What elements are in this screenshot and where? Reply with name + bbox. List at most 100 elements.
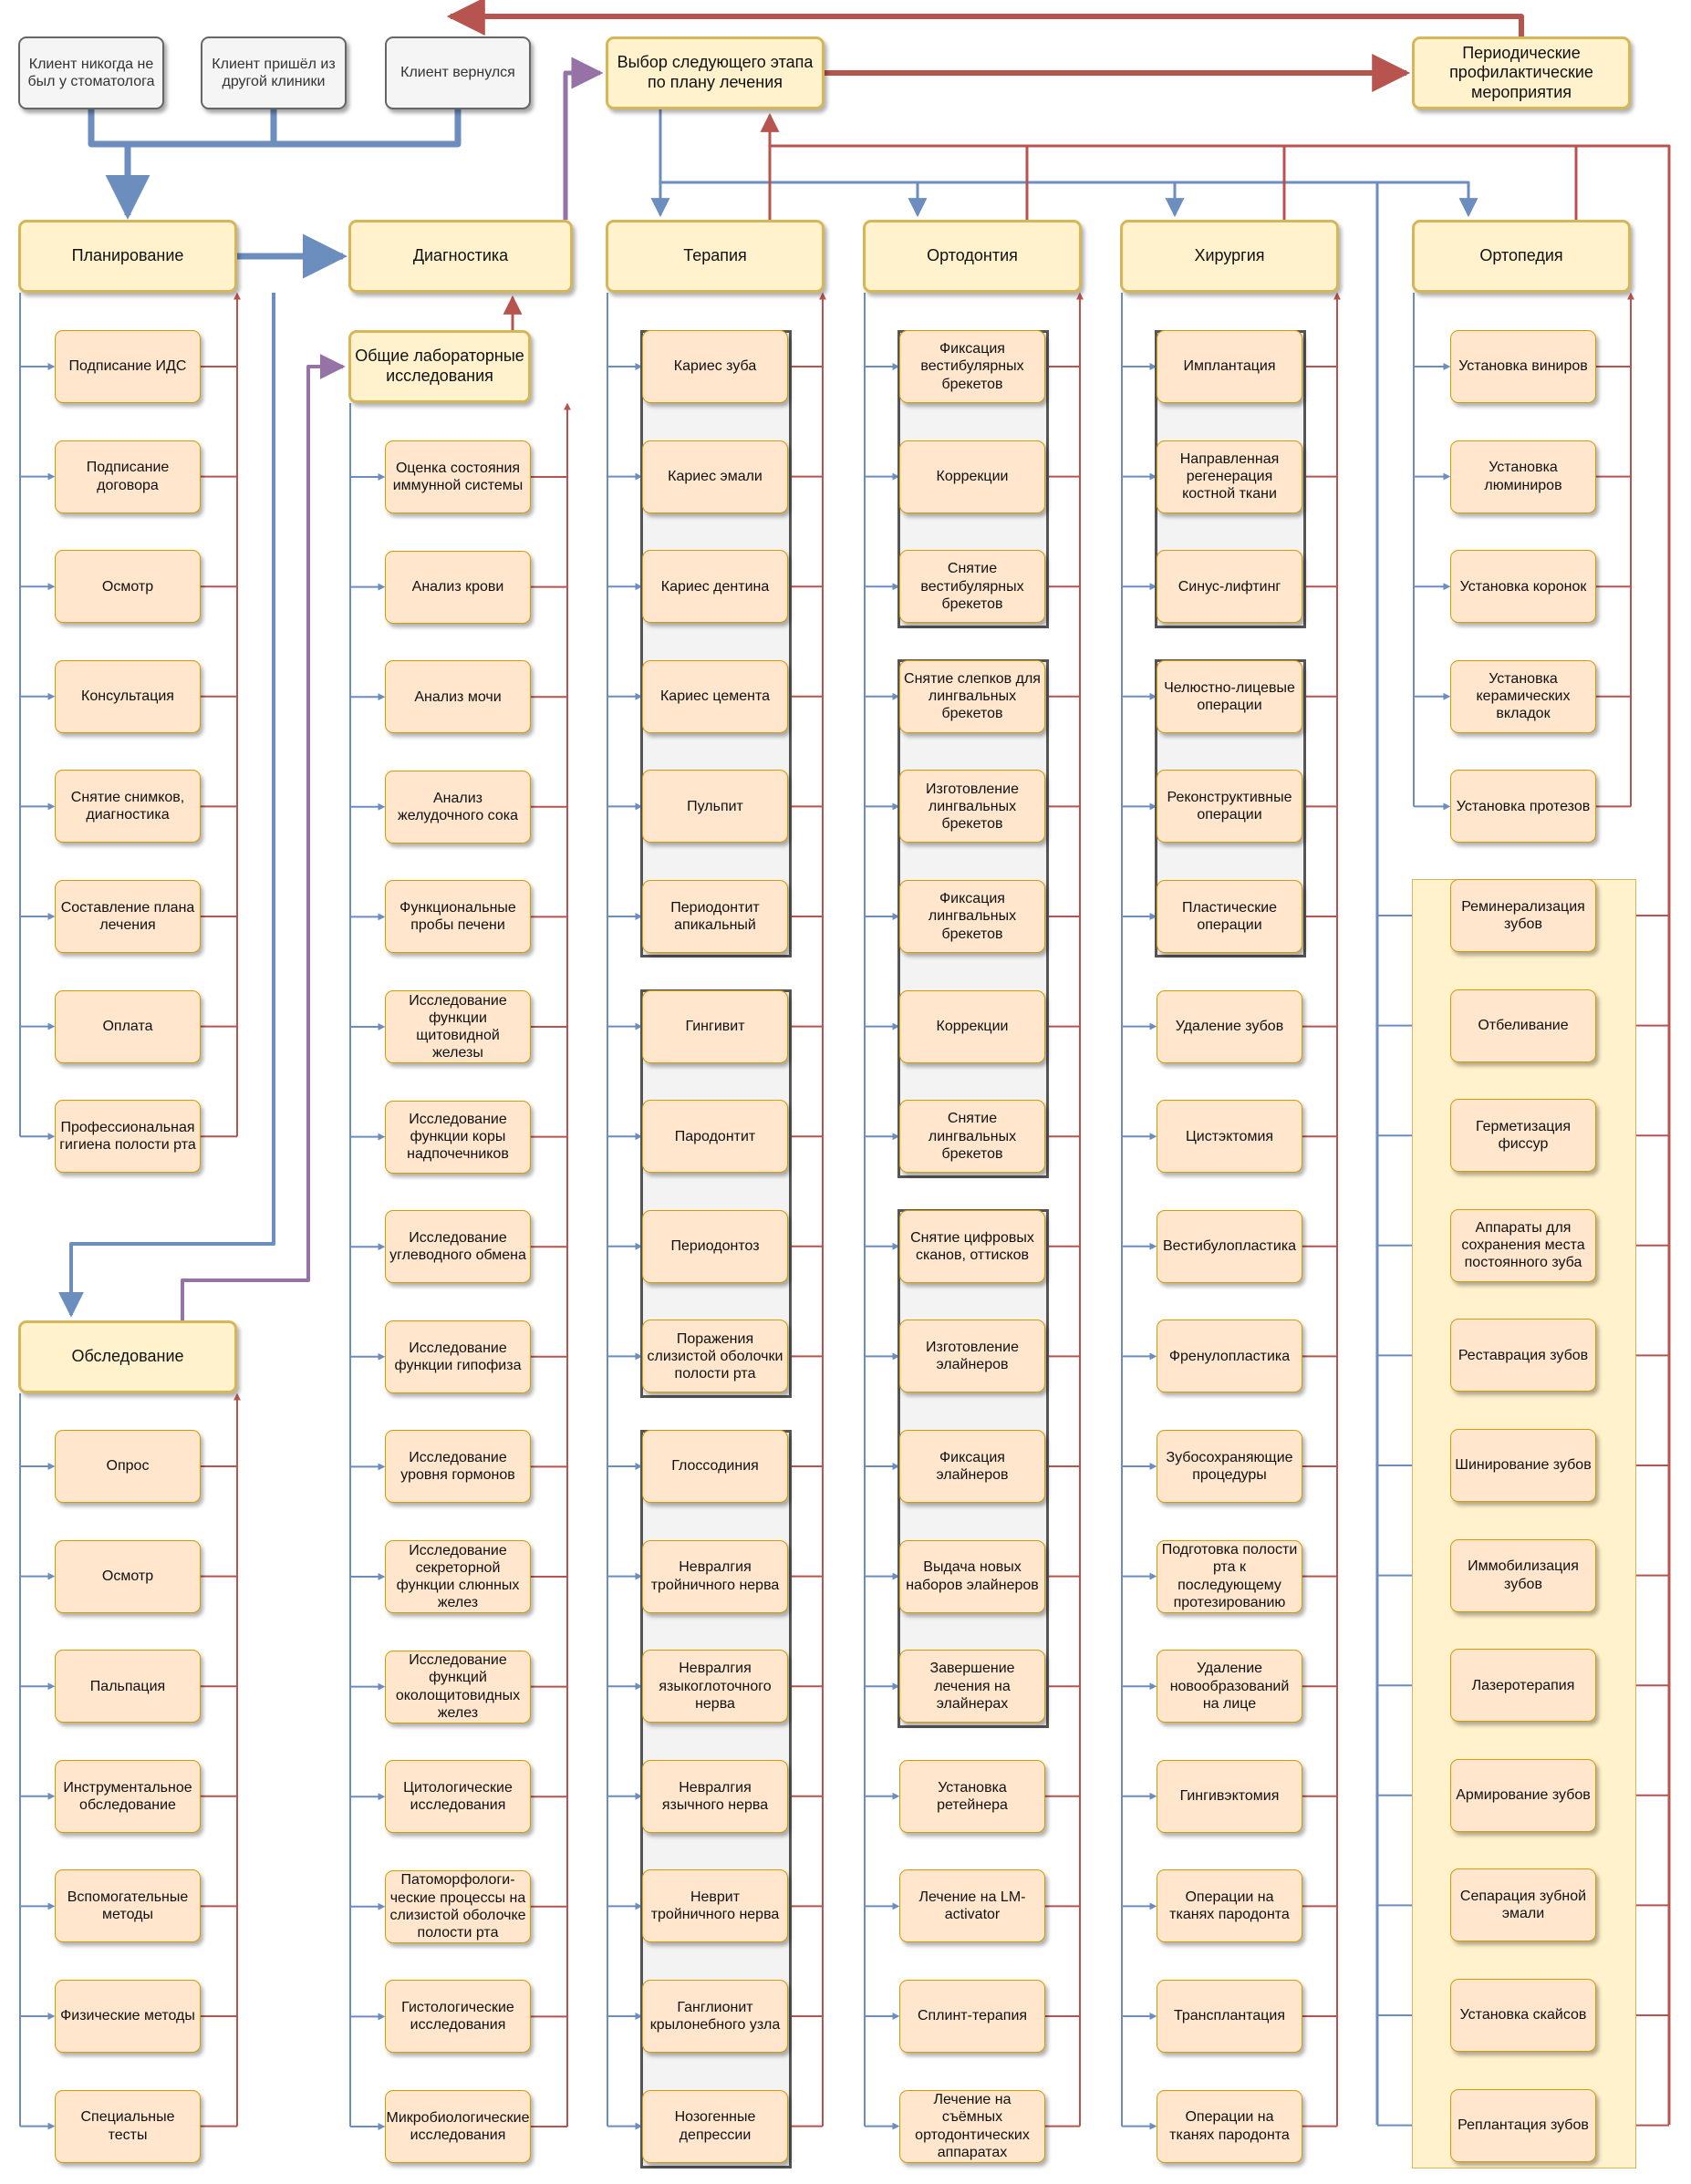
therapy-header[interactable]: Терапия [606, 220, 825, 293]
therapy-item[interactable]: Невралгия языкоглоточного нерва [642, 1650, 788, 1723]
exam-item[interactable]: Осмотр [55, 1539, 201, 1613]
exam-item[interactable]: Вспомогательные методы [55, 1869, 201, 1943]
planning-item[interactable]: Подписание договора [55, 440, 201, 513]
surgery-item[interactable]: Операции на тканях пародонта [1157, 1869, 1302, 1943]
orthopedics-item[interactable]: Установка протезов [1450, 770, 1596, 844]
surgery-item[interactable]: Вестибулопластика [1157, 1209, 1302, 1283]
diagnostics-header[interactable]: Диагностика [348, 220, 573, 293]
therapy-item[interactable]: Периодонтит апикальный [642, 880, 788, 953]
orthopedics-extra-item[interactable]: Реставрация зубов [1450, 1319, 1596, 1392]
orthopedics-extra-item[interactable]: Установка скайсов [1450, 1979, 1596, 2052]
ortho-item[interactable]: Снятие лингвальных брекетов [899, 1100, 1045, 1174]
therapy-item[interactable]: Пульпит [642, 770, 788, 844]
orthopedics-extra-item[interactable]: Реминерализация зубов [1450, 879, 1596, 952]
surgery-item[interactable]: Удаление зубов [1157, 989, 1302, 1063]
ortho-item[interactable]: Коррекции [899, 989, 1045, 1063]
orthopedics-extra-item[interactable]: Реплантация зубов [1450, 2088, 1596, 2162]
therapy-item[interactable]: Глоссодиния [642, 1430, 788, 1503]
ortho-item[interactable]: Установка ретейнера [899, 1759, 1045, 1833]
ortho-item[interactable]: Изготовление элайнеров [899, 1320, 1045, 1393]
planning-item[interactable]: Оплата [55, 989, 201, 1063]
diagnostics-item[interactable]: Исследование секреторной функции слюнных… [385, 1540, 531, 1613]
ortho-item[interactable]: Снятие вестибулярных брекетов [899, 550, 1045, 624]
diagnostics-item[interactable]: Оценка состояния иммунной системы [385, 440, 531, 513]
therapy-item[interactable]: Гингивит [642, 989, 788, 1063]
surgery-item[interactable]: Подготовка полости рта к последующему пр… [1157, 1539, 1302, 1613]
therapy-item[interactable]: Пародонтит [642, 1100, 788, 1174]
therapy-item[interactable]: Периодонтоз [642, 1209, 788, 1283]
ortho-item[interactable]: Снятие слепков для лингвальных брекетов [899, 659, 1045, 733]
ortho-item[interactable]: Фиксация вестибулярных брекетов [899, 330, 1045, 403]
ortho-item[interactable]: Лечение на съёмных ортодонтических аппар… [899, 2089, 1045, 2163]
diagnostics-item[interactable]: Функциональные пробы печени [385, 880, 531, 954]
diagnostics-item[interactable]: Исследование функции гипофиза [385, 1320, 531, 1393]
diagnostics-item[interactable]: Исследование углеводного обмена [385, 1210, 531, 1284]
exam-item[interactable]: Физические методы [55, 1980, 201, 2053]
diagnostics-item[interactable]: Гистологические исследования [385, 1980, 531, 2054]
surgery-item[interactable]: Удаление новообразований на лице [1157, 1650, 1302, 1723]
surgery-item[interactable]: Гингивэктомия [1157, 1759, 1302, 1833]
surgery-item[interactable]: Направленная регенерация костной ткани [1157, 440, 1302, 513]
surgery-item[interactable]: Операции на тканях пародонта [1157, 2089, 1302, 2163]
therapy-item[interactable]: Кариес цемента [642, 659, 788, 733]
surgery-item[interactable]: Челюстно-лицевые операции [1157, 659, 1302, 733]
orthopedics-header[interactable]: Ортопедия [1412, 220, 1631, 293]
therapy-item[interactable]: Нозогенные депрессии [642, 2089, 788, 2163]
orthopedics-extra-item[interactable]: Сепарация зубной эмали [1450, 1868, 1596, 1942]
start-transfer-client[interactable]: Клиент пришёл из другой клиники [201, 36, 347, 109]
surgery-header[interactable]: Хирургия [1120, 220, 1339, 293]
therapy-item[interactable]: Невралгия тройничного нерва [642, 1539, 788, 1613]
orthopedics-item[interactable]: Установка коронок [1450, 550, 1596, 624]
ortho-item[interactable]: Снятие цифровых сканов, оттисков [899, 1209, 1045, 1283]
exam-item[interactable]: Опрос [55, 1430, 201, 1503]
ortho-item[interactable]: Завершение лечения на элайнерах [899, 1650, 1045, 1723]
surgery-item[interactable]: Зубосохраняющие процедуры [1157, 1430, 1302, 1503]
surgery-item[interactable]: Цистэктомия [1157, 1100, 1302, 1174]
start-new-client[interactable]: Клиент никогда не был у стоматолога [18, 36, 164, 109]
orthopedics-extra-item[interactable]: Армирование зубов [1450, 1758, 1596, 1832]
orthopedics-item[interactable]: Установка люминиров [1450, 440, 1596, 513]
ortho-item[interactable]: Сплинт-терапия [899, 1980, 1045, 2053]
orthopedics-extra-item[interactable]: Аппараты для сохранения места постоянног… [1450, 1208, 1596, 1282]
diagnostics-item[interactable]: Анализ мочи [385, 660, 531, 734]
therapy-item[interactable]: Неврит тройничного нерва [642, 1869, 788, 1943]
diagnostics-item[interactable]: Цитологические исследования [385, 1760, 531, 1834]
surgery-item[interactable]: Пластические операции [1157, 880, 1302, 953]
planning-item[interactable]: Составление плана лечения [55, 880, 201, 953]
surgery-item[interactable]: Реконструктивные операции [1157, 770, 1302, 844]
orthopedics-extra-item[interactable]: Иммобилизация зубов [1450, 1538, 1596, 1612]
therapy-item[interactable]: Кариес эмали [642, 440, 788, 513]
prophylaxis-node[interactable]: Периодические профилактические мероприят… [1412, 36, 1631, 109]
ortho-item[interactable]: Выдача новых наборов элайнеров [899, 1539, 1045, 1613]
planning-item[interactable]: Подписание ИДС [55, 330, 201, 403]
diagnostics-item[interactable]: Исследование функций околощитовидных жел… [385, 1650, 531, 1723]
next-stage-node[interactable]: Выбор следующего этапа по плану лечения [606, 36, 825, 109]
therapy-item[interactable]: Кариес зуба [642, 330, 788, 403]
therapy-item[interactable]: Ганглионит крылонебного узла [642, 1980, 788, 2053]
orthopedics-item[interactable]: Установка керамических вкладок [1450, 659, 1596, 733]
planning-item[interactable]: Профессиональная гигиена полости рта [55, 1100, 201, 1174]
therapy-item[interactable]: Кариес дентина [642, 550, 788, 624]
surgery-item[interactable]: Трансплантация [1157, 1980, 1302, 2053]
diagnostics-item[interactable]: Исследование функции коры надпочечников [385, 1100, 531, 1174]
diagnostics-item[interactable]: Патоморфологи-ческие процессы на слизист… [385, 1869, 531, 1943]
surgery-item[interactable]: Имплантация [1157, 330, 1302, 403]
ortho-item[interactable]: Лечение на LM-activator [899, 1869, 1045, 1943]
exam-item[interactable]: Пальпация [55, 1650, 201, 1723]
ortho-item[interactable]: Фиксация лингвальных брекетов [899, 880, 1045, 953]
examination-header[interactable]: Обследование [18, 1320, 237, 1393]
therapy-item[interactable]: Поражения слизистой оболочки полости рта [642, 1320, 788, 1393]
diagnostics-item[interactable]: Исследование уровня гормонов [385, 1430, 531, 1504]
surgery-item[interactable]: Френулопластика [1157, 1320, 1302, 1393]
exam-item[interactable]: Специальные тесты [55, 2089, 201, 2163]
diagnostics-item[interactable]: Анализ крови [385, 550, 531, 624]
lab-tests-node[interactable]: Общие лабораторные исследования [348, 330, 531, 403]
orthopedics-extra-item[interactable]: Отбеливание [1450, 988, 1596, 1062]
orthopedics-extra-item[interactable]: Герметизация фиссур [1450, 1099, 1596, 1173]
ortho-item[interactable]: Фиксация элайнеров [899, 1430, 1045, 1503]
ortho-item[interactable]: Коррекции [899, 440, 1045, 513]
planning-item[interactable]: Снятие снимков, диагностика [55, 770, 201, 844]
planning-item[interactable]: Осмотр [55, 550, 201, 624]
surgery-item[interactable]: Синус-лифтинг [1157, 550, 1302, 624]
planning-item[interactable]: Консультация [55, 659, 201, 733]
